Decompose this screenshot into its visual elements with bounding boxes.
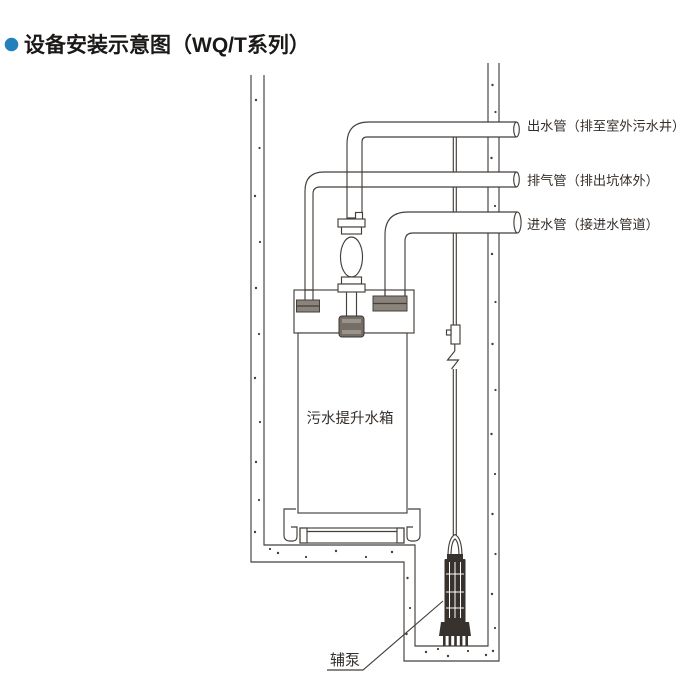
valve-upper-flange	[337, 218, 366, 228]
inlet-pipe-end-cap	[513, 211, 522, 234]
cable-fitting	[450, 324, 461, 345]
tank-base-end-cap	[396, 527, 405, 544]
tank-base-bar	[299, 527, 405, 544]
pit-inner-wall-line	[263, 63, 489, 647]
pit-outer-wall-line	[250, 63, 500, 662]
cable-break-mark	[446, 350, 460, 370]
pit-walls	[250, 63, 500, 662]
tank-foot-hook-right	[406, 508, 421, 542]
pipe-fills	[305, 122, 517, 297]
concrete-texture-dots	[253, 83, 497, 658]
pipe-labels: 出水管（排至室外污水井） 排气管（排出坑体外） 进水管（接进水管道）	[527, 118, 685, 233]
tank-base	[283, 508, 421, 544]
inlet-pipe-label: 进水管（接进水管道）	[527, 216, 659, 232]
valve-coupling-band	[342, 319, 361, 323]
tank-foot-hook-left	[283, 508, 298, 542]
pump-label: 辅泵	[330, 652, 360, 669]
section-header: 设备安装示意图（WQ/T系列）	[4, 33, 310, 57]
pump-neck	[447, 554, 463, 559]
valve-upper-flange-plate	[340, 226, 363, 235]
valve-lower-flange	[337, 283, 366, 293]
valve-coupling-band	[342, 330, 361, 334]
valve-ball-body	[339, 236, 364, 278]
pump-leader-line	[327, 600, 444, 671]
pump-feet	[443, 636, 468, 646]
check-valve	[337, 211, 366, 338]
outlet-pipe-label: 出水管（排至室外污水井）	[527, 118, 685, 134]
pump-callout: 辅泵	[327, 600, 444, 671]
pump	[439, 533, 471, 646]
bullet-icon	[4, 37, 19, 52]
tank-base-end-cap	[299, 527, 308, 544]
tank-label: 污水提升水箱	[307, 410, 394, 427]
vent-pipe-end-cap	[513, 171, 520, 188]
valve-lower-flange-plate	[340, 276, 363, 285]
pipes	[304, 121, 522, 298]
outlet-pipe-end-cap	[513, 121, 520, 138]
section-title: 设备安装示意图（WQ/T系列）	[24, 33, 310, 57]
cable-fitting-tab	[445, 329, 452, 336]
vent-pipe-label: 排气管（排出坑体外）	[527, 173, 659, 188]
pump-base	[439, 622, 471, 636]
tank-body	[297, 332, 408, 514]
lid-flanges	[296, 295, 408, 313]
